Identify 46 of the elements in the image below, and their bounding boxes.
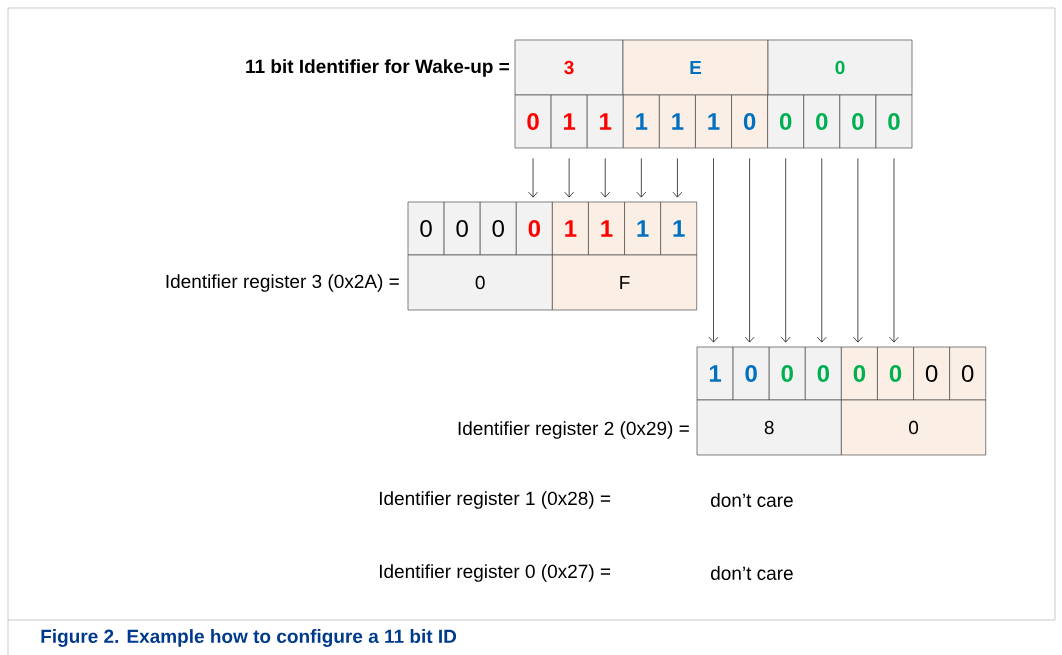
bit-cell: 0	[767, 94, 805, 149]
arrow	[744, 158, 755, 343]
bit-cell: 0	[877, 346, 914, 401]
bit-cell: 0	[875, 94, 913, 149]
bit-cell: 0	[514, 94, 552, 149]
bit-cell: 0	[479, 201, 517, 256]
row-label: don’t care	[711, 493, 793, 507]
row-label: Identifier register 1 (0x28) =	[379, 491, 611, 509]
bit-cell: 0	[949, 346, 987, 401]
bit-cell: 1	[622, 94, 660, 149]
bit-cell: 0	[407, 201, 445, 256]
bit-cell: 1	[696, 346, 734, 401]
bit-cell: 0	[913, 346, 950, 401]
bit-cell: 0	[803, 94, 841, 149]
bit-cell: 1	[550, 94, 588, 149]
bit-cell: 1	[624, 201, 661, 256]
row-label: Identifier register 0 (0x27) =	[379, 564, 611, 582]
arrow	[780, 158, 791, 343]
bit-cell: 1	[552, 201, 589, 256]
bit-cell: 1	[588, 201, 625, 256]
arrow	[636, 158, 647, 198]
bit-cell: 0	[731, 94, 768, 149]
bit-cell: 1	[695, 94, 732, 149]
arrow	[528, 158, 538, 198]
bit-cell: 1	[660, 201, 698, 256]
row-label: 11 bit Identifier for Wake-up =	[246, 59, 509, 77]
arrow	[564, 158, 574, 198]
bit-cell: 1	[586, 94, 624, 149]
bit-cell: 0	[443, 201, 481, 256]
arrow	[672, 158, 683, 198]
bit-cell: 0	[804, 346, 842, 401]
figure-caption: Figure 2. Example how to configure a 11 bit ID	[41, 629, 457, 647]
row-label: don’t care	[711, 566, 793, 580]
arrow	[708, 158, 719, 343]
arrow	[853, 158, 863, 343]
bit-cell: 0	[841, 346, 878, 401]
arrow	[889, 158, 899, 343]
row-label: Identifier register 2 (0x29) =	[458, 421, 689, 439]
bit-cell: 0	[768, 346, 806, 401]
bit-cell: 0	[839, 94, 877, 149]
row-label: Identifier register 3 (0x2A) =	[166, 274, 399, 292]
bit-cell: 0	[732, 346, 770, 401]
arrow	[816, 158, 827, 343]
arrow	[600, 158, 611, 198]
bit-cell: 1	[659, 94, 696, 149]
bit-cell: 0	[515, 201, 553, 256]
